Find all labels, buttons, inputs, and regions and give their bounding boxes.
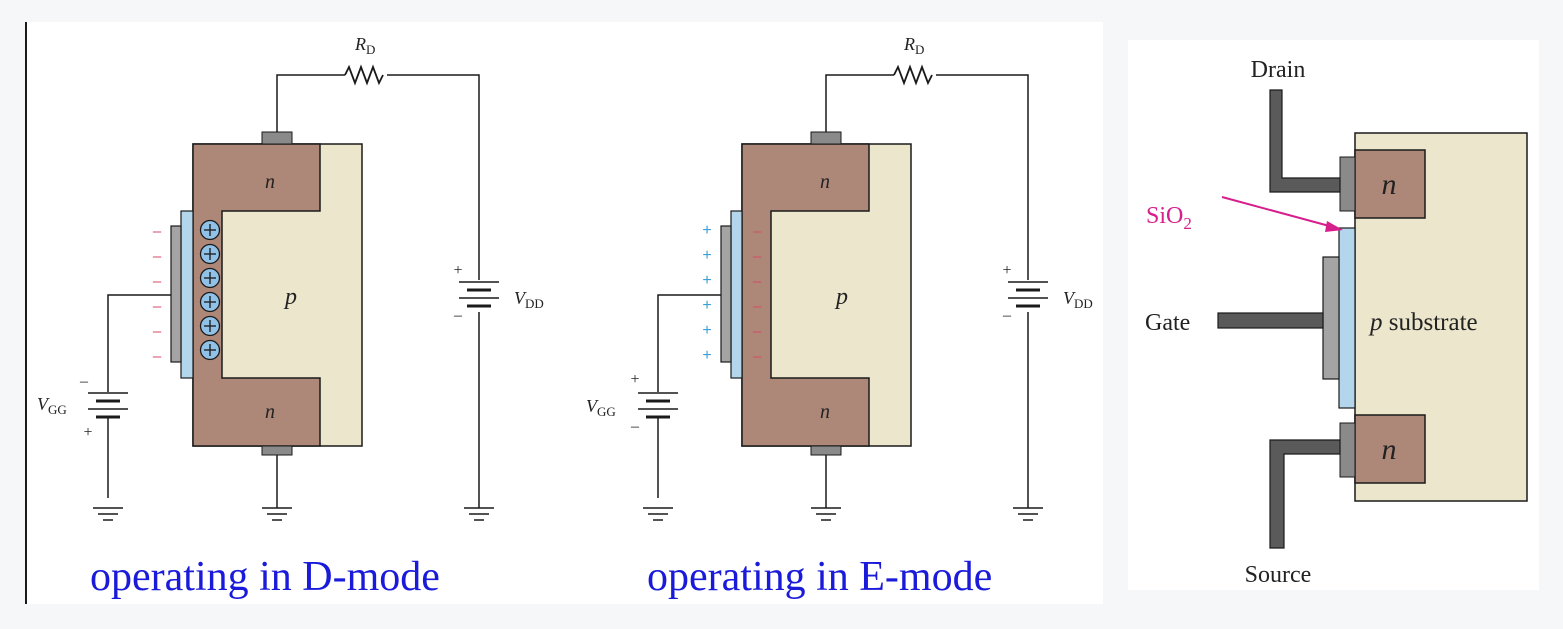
structure-gate-metal [1322, 256, 1340, 380]
dmode-caption: operating in D-mode [90, 554, 440, 600]
gate-charge: – [153, 323, 162, 340]
dmode-vgg-bottom-sign: + [83, 424, 92, 441]
emode-oxide [730, 210, 743, 379]
emode-gate-charges: + + + + + + [702, 222, 711, 364]
source-label: Source [1245, 562, 1312, 588]
emode-vdd-battery [1008, 281, 1048, 308]
channel-charge [199, 267, 221, 289]
gate-charge: – [153, 348, 162, 365]
structure-source-n [1354, 414, 1426, 484]
emode-ground-source-icon [811, 507, 841, 521]
emode-drain-n-label: n [820, 171, 830, 193]
emode-source-n-label: n [820, 401, 830, 423]
gate-charge: – [153, 248, 162, 265]
structure-drain-n [1354, 149, 1426, 219]
emode-vgg-top-sign: + [630, 371, 639, 388]
dmode-gate-metal [170, 225, 182, 363]
structure-gate-lead [1217, 312, 1324, 329]
dmode-vgg-top-sign: – [79, 373, 89, 390]
gate-charge: + [702, 222, 711, 239]
gate-charge: – [153, 298, 162, 315]
dmode-oxide [180, 210, 194, 379]
gate-charge: + [702, 322, 711, 339]
dmode-ground-vdd-icon [464, 507, 494, 521]
channel-charge: – [753, 298, 762, 315]
channel-charge [199, 291, 221, 313]
substrate-label: p substrate [1368, 309, 1478, 336]
emode-n-region [741, 143, 870, 447]
dmode-drain-contact [261, 131, 293, 145]
dmode-vdd-battery [459, 281, 499, 308]
gate-charge: + [702, 347, 711, 364]
channel-charge [199, 339, 221, 361]
channel-charge: – [753, 348, 762, 365]
emode-caption: operating in E-mode [647, 554, 993, 600]
emode-ground-gate-icon [643, 507, 673, 521]
channel-charge: – [753, 223, 762, 240]
emode-gate-metal [720, 225, 732, 363]
structure-drain-n-label: n [1382, 168, 1397, 201]
dmode-vdd-label: VDD [514, 288, 544, 311]
emode-channel-charges: – – – – – – [753, 223, 762, 365]
structure-source-lead [1269, 439, 1341, 549]
emode-wires [657, 74, 1029, 508]
panel-left-border [25, 22, 27, 604]
channel-charge: – [753, 248, 762, 265]
dmode-vgg-battery [88, 392, 128, 419]
emode-vgg-bottom-sign: – [630, 418, 640, 435]
emode-drain-contact [810, 131, 842, 145]
dmode-source-contact [261, 445, 293, 456]
structure-drain-lead [1269, 89, 1341, 193]
gate-charge: – [153, 273, 162, 290]
dmode-ground-source-icon [262, 507, 292, 521]
channel-charge: – [753, 273, 762, 290]
channel-charge [199, 243, 221, 265]
emode-ground-vdd-icon [1013, 507, 1043, 521]
dmode-vdd-bottom-sign: – [453, 307, 463, 324]
emode-source-contact [810, 445, 842, 456]
emode-vdd-top-sign: + [1002, 262, 1011, 279]
channel-charge: – [753, 323, 762, 340]
structure-diagram: Drain Source Gate SiO2 n n p substrate [1145, 57, 1528, 588]
dmode-source-n-label: n [265, 401, 275, 423]
gate-charge: – [153, 223, 162, 240]
emode-vgg-label: VGG [586, 396, 616, 419]
dmode-vgg-label: VGG [37, 394, 67, 417]
gate-charge: + [702, 297, 711, 314]
dmode-n-region [192, 143, 321, 447]
structure-source-n-label: n [1382, 433, 1397, 466]
dmode-ground-gate-icon [93, 507, 123, 521]
drain-label: Drain [1251, 57, 1306, 83]
dmode-circuit: – – – – – – n n p RD VDD VGG – + + – [37, 34, 544, 521]
structure-drain-contact [1339, 156, 1356, 212]
dmode-channel-charges [199, 219, 221, 361]
dmode-vdd-top-sign: + [453, 262, 462, 279]
dmode-resistor [344, 64, 384, 86]
dmode-drain-n-label: n [265, 171, 275, 193]
sio2-arrow [1221, 196, 1334, 228]
emode-circuit: + + + + + + – – – – – – n n p RD VDD VGG… [586, 34, 1093, 521]
structure-oxide [1338, 227, 1356, 409]
gate-charge: + [702, 247, 711, 264]
dmode-rd-label: RD [354, 34, 375, 57]
channel-charge [199, 315, 221, 337]
emode-vgg-battery [638, 392, 678, 419]
dmode-wires [107, 74, 480, 508]
gate-label: Gate [1145, 310, 1190, 336]
emode-resistor [893, 64, 933, 86]
emode-p-label: p [834, 284, 848, 310]
sio2-arrowhead-icon [1325, 221, 1343, 232]
dmode-p-label: p [283, 284, 297, 310]
sio2-label: SiO2 [1146, 203, 1192, 233]
gate-charge: + [702, 272, 711, 289]
dmode-gate-charges: – – – – – – [153, 223, 162, 365]
channel-charge [199, 219, 221, 241]
emode-rd-label: RD [903, 34, 924, 57]
structure-source-contact [1339, 422, 1356, 478]
emode-vdd-bottom-sign: – [1002, 307, 1012, 324]
emode-vdd-label: VDD [1063, 288, 1093, 311]
